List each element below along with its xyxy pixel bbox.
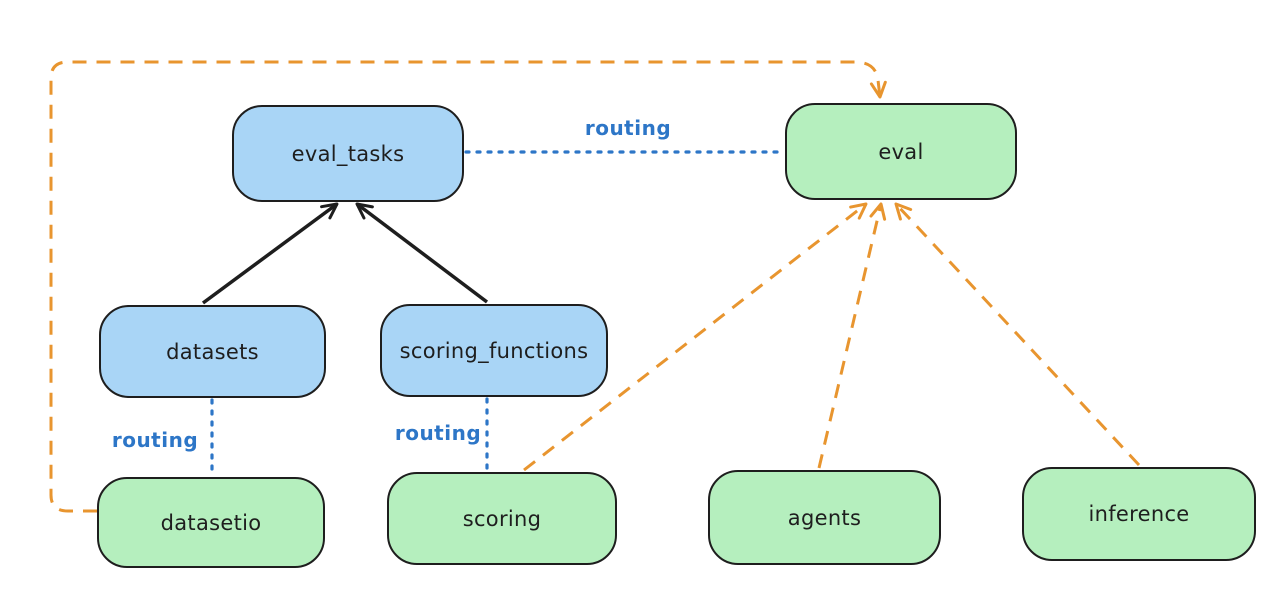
- edge-datasets-to-eval-tasks: [201, 202, 339, 305]
- node-agents: agents: [708, 470, 941, 565]
- node-scoring-functions-label: scoring_functions: [399, 338, 589, 363]
- node-inference-label: inference: [1088, 502, 1190, 526]
- node-datasetio-label: datasetio: [160, 510, 262, 535]
- node-datasets-label: datasets: [166, 339, 259, 364]
- node-inference: inference: [1022, 467, 1256, 561]
- node-eval: eval: [785, 103, 1017, 200]
- edge-label-routing-datasets-datasetio: routing: [111, 428, 199, 452]
- edge-datasetio-to-eval-loop: [49, 60, 887, 513]
- edge-scoring-to-eval: [523, 202, 868, 472]
- node-eval-tasks-label: eval_tasks: [291, 141, 405, 166]
- edge-label-routing-eval-tasks-eval: routing: [584, 116, 672, 140]
- edge-agents-to-eval: [817, 202, 887, 469]
- node-eval-tasks: eval_tasks: [232, 105, 464, 202]
- node-scoring: scoring: [387, 472, 617, 565]
- edge-label-routing-scoring-functions-scoring: routing: [394, 421, 482, 445]
- edge-scoring-functions-to-eval-tasks: [355, 202, 489, 304]
- node-datasets: datasets: [99, 305, 326, 398]
- node-eval-label: eval: [878, 139, 924, 164]
- node-agents-label: agents: [787, 505, 862, 530]
- edge-inference-to-eval: [894, 202, 1141, 467]
- node-scoring-label: scoring: [462, 506, 542, 531]
- node-datasetio: datasetio: [97, 477, 325, 568]
- node-scoring-functions: scoring_functions: [380, 304, 608, 397]
